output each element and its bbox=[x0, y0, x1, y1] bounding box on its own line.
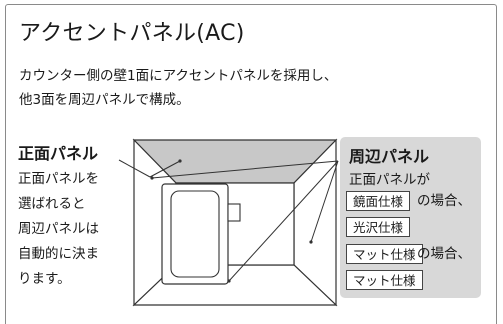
front-panel-line-3: 周辺パネルは bbox=[18, 221, 99, 237]
front-panel-line-1: 正面パネルを bbox=[18, 171, 99, 187]
side-panel-box: 周辺パネル 正面パネルが 鏡面仕様 の場合、 光沢仕様 マット仕様 の場合、 マ… bbox=[340, 137, 481, 298]
description-line-2: 他3面を周辺パネルで構成。 bbox=[19, 92, 190, 108]
front-panel-leader bbox=[118, 159, 151, 178]
description-line-1: カウンター側の壁1面にアクセントパネルを採用し、 bbox=[19, 68, 338, 84]
leader-floor bbox=[228, 160, 339, 282]
page-title: アクセントパネル(AC) bbox=[19, 21, 245, 46]
side-panel-heading: 周辺パネル bbox=[349, 147, 430, 166]
front-panel-heading: 正面パネル bbox=[18, 144, 99, 163]
description: カウンター側の壁1面にアクセントパネルを採用し、 他3面を周辺パネルで構成。 bbox=[19, 64, 337, 112]
front-panel-text: 正面パネルを 選ばれると 周辺パネルは 自動的に決ま ります。 bbox=[18, 167, 99, 292]
gloss-tag: 光沢仕様 bbox=[346, 217, 411, 237]
side-panel-subheading: 正面パネルが bbox=[349, 172, 430, 188]
front-panel-line-2: 選ばれると bbox=[18, 196, 86, 212]
matte-tag: マット仕様 bbox=[346, 244, 423, 264]
front-panel-line-5: ります。 bbox=[18, 271, 71, 287]
leader-left-wall bbox=[151, 160, 339, 179]
mirror-tag: 鏡面仕様 bbox=[346, 191, 411, 211]
matte-result-tag: マット仕様 bbox=[346, 270, 423, 290]
bathtub-inner bbox=[170, 190, 220, 278]
counter-fixture bbox=[227, 203, 241, 222]
mirror-case-note: の場合、 bbox=[417, 193, 471, 209]
matte-case-note: の場合、 bbox=[417, 246, 471, 262]
leader-right-wall bbox=[310, 160, 339, 243]
front-panel-dot bbox=[178, 159, 182, 163]
front-panel-line-4: 自動的に決ま bbox=[18, 246, 99, 262]
front-panel-leader-2 bbox=[149, 160, 181, 178]
